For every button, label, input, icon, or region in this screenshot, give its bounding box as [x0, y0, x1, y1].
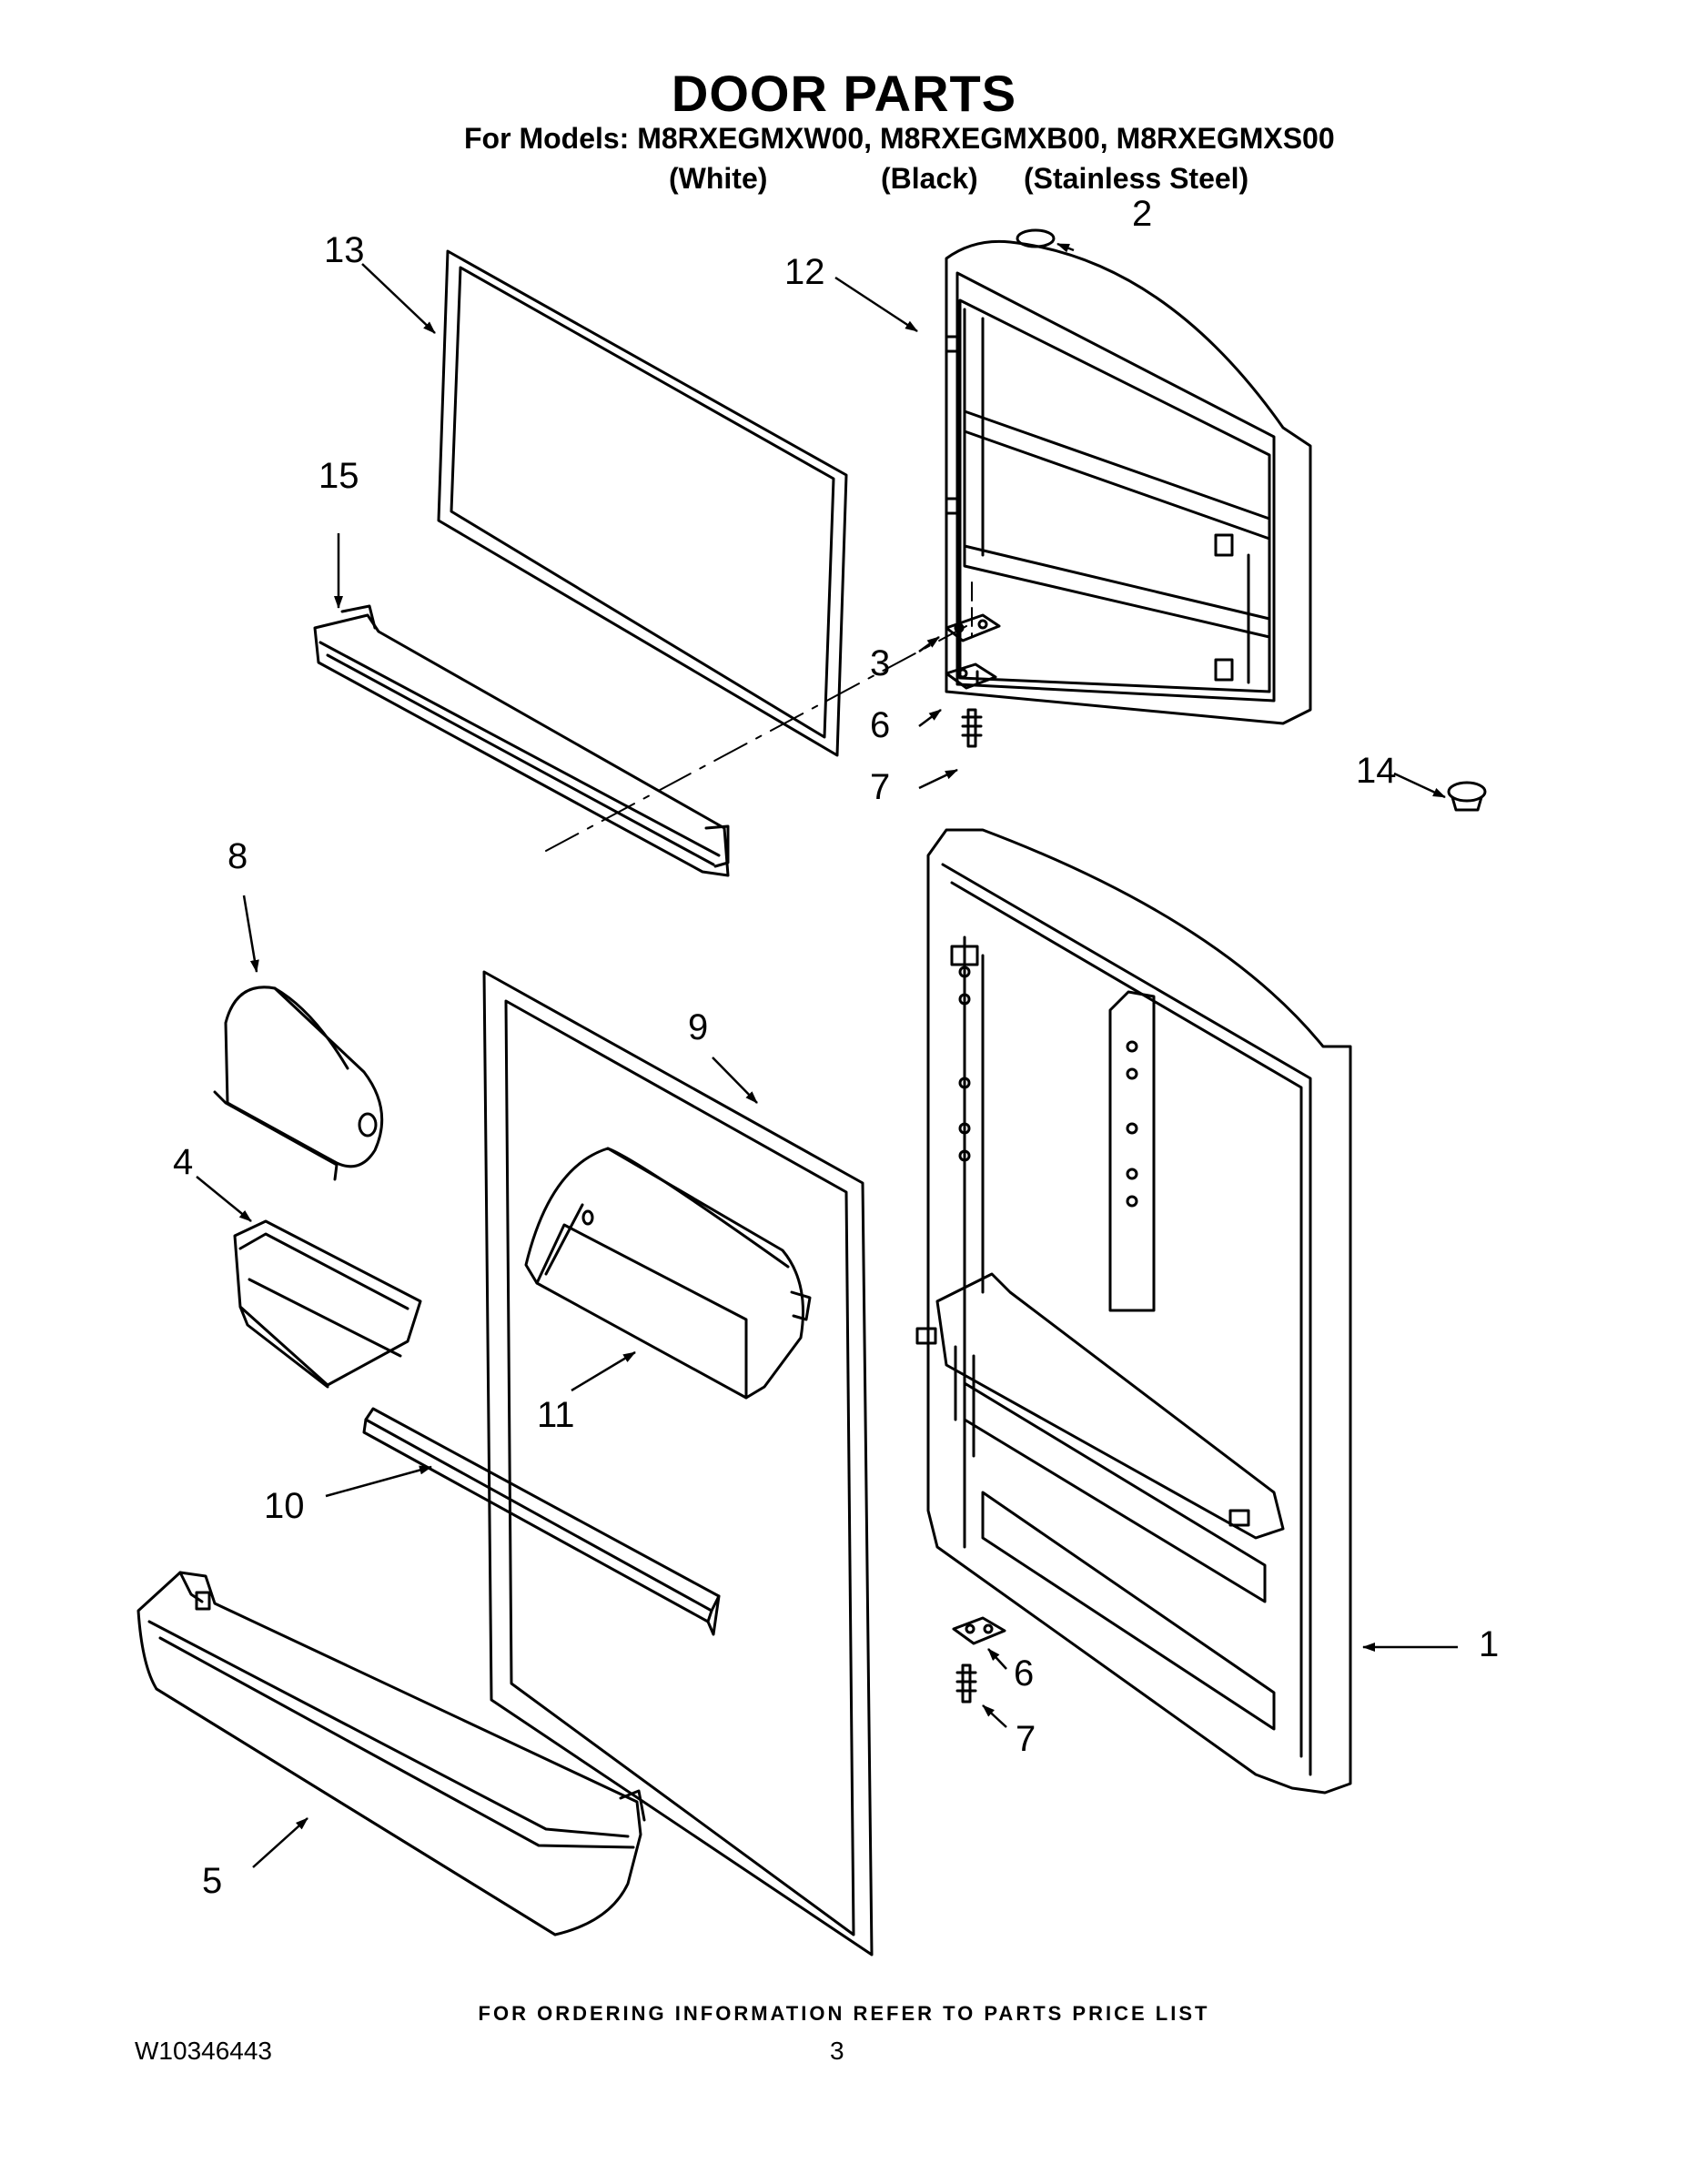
callout-7-lower: 7	[1016, 1719, 1036, 1759]
part-4-small-bin	[233, 1219, 422, 1389]
models-line: For Models: M8RXEGMXW00, M8RXEGMXB00, M8…	[464, 122, 1335, 155]
document-number: W10346443	[135, 2037, 273, 2065]
callout-8: 8	[227, 836, 248, 876]
page-number: 3	[830, 2037, 844, 2065]
callout-10: 10	[264, 1486, 305, 1526]
color-black: (Black)	[881, 162, 978, 195]
part-3-hinge-plate	[945, 613, 1001, 642]
part-12-freezer-door	[945, 239, 1312, 725]
part-14-plug	[1447, 781, 1487, 812]
callout-1: 1	[1479, 1624, 1499, 1664]
part-10-trim-strip	[362, 1407, 721, 1636]
callout-15: 15	[318, 456, 359, 496]
callout-7-upper: 7	[870, 767, 890, 807]
part-11-dairy-compartment	[524, 1147, 812, 1400]
part-6-hinge-lower	[952, 1616, 1006, 1645]
part-8-dairy-door	[213, 986, 384, 1181]
callout-6-lower: 6	[1014, 1653, 1034, 1694]
part-15-shelf	[313, 604, 730, 877]
callout-6-upper: 6	[870, 705, 890, 745]
part-9-lower-gasket	[482, 970, 874, 1956]
callout-4: 4	[173, 1142, 193, 1182]
color-white: (White)	[669, 162, 768, 195]
part-6-hinge-upper	[945, 662, 997, 690]
page-title: DOOR PARTS	[671, 65, 1017, 122]
callout-9: 9	[688, 1007, 708, 1047]
callout-5: 5	[202, 1861, 222, 1901]
part-7-screw-lower	[955, 1663, 977, 1704]
part-13-upper-gasket	[437, 249, 848, 757]
part-7-screw-upper	[961, 708, 983, 748]
ordering-note: FOR ORDERING INFORMATION REFER TO PARTS …	[478, 2002, 1210, 2025]
callout-2: 2	[1132, 194, 1152, 234]
callout-13: 13	[324, 230, 365, 270]
part-2-plug	[1016, 228, 1056, 248]
part-1-fresh-food-door	[915, 828, 1352, 1795]
callout-3: 3	[870, 643, 890, 683]
callout-11: 11	[537, 1395, 575, 1435]
callout-12: 12	[784, 252, 825, 292]
color-stainless: (Stainless Steel)	[1024, 162, 1249, 195]
part-5-large-bin	[136, 1571, 646, 1936]
callout-14: 14	[1356, 751, 1397, 791]
